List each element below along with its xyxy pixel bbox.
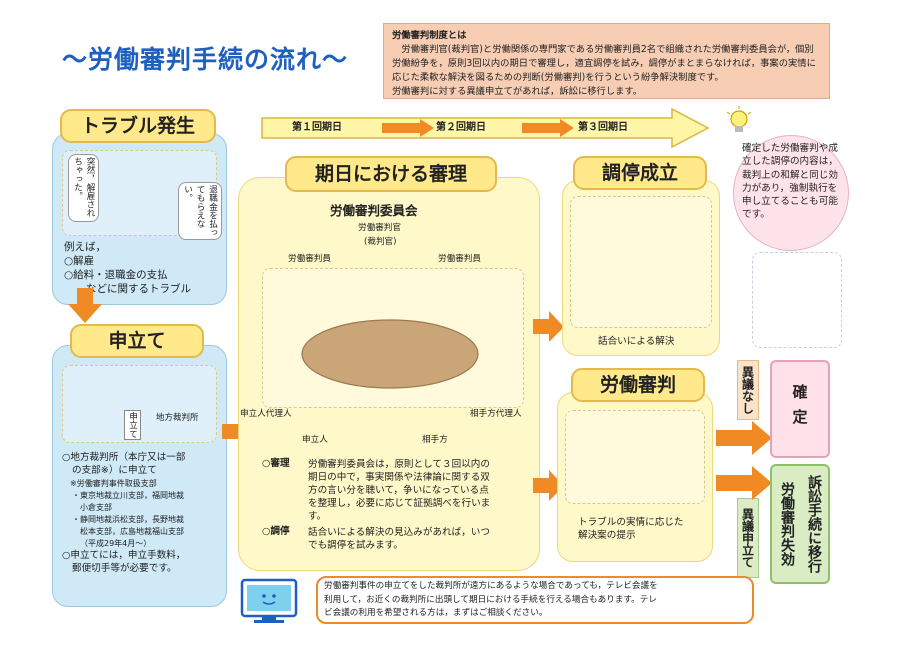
hearing-member-left-label: 労働審判員 [288, 254, 331, 264]
court-label: 地方裁判所 [156, 413, 199, 423]
review-line: す。 [308, 511, 327, 522]
system-description-heading: 労働審判制度とは [392, 30, 467, 41]
trouble-example-line: 例えば， [64, 241, 106, 253]
respondent-label: 相手方 [422, 435, 448, 445]
filing-note-line: ・東京地裁立川支部，福岡地裁 [72, 490, 184, 500]
lightbulb-icon [726, 106, 752, 132]
filing-note-line: ※労働審判事件取扱支部 [70, 478, 157, 488]
tv-note-line: 利用して，お近くの裁判所に出頭して期日における手続を行える場合もあります。テレ [324, 594, 657, 605]
filing-note-line: 小倉支部 [80, 502, 112, 512]
hearing-committee-label: 労働審判委員会 [330, 203, 418, 218]
final-note-bubble [733, 135, 849, 251]
trouble-example-line: などに関するトラブル [86, 283, 191, 295]
tv-icon [240, 578, 298, 623]
timeline-day-1: 第１回期日 [292, 122, 342, 133]
ruling-lapse: 労働審判失効 [779, 482, 795, 566]
review-term: ○審理 [262, 458, 290, 469]
objection-label: 異議申立て [737, 498, 759, 578]
ruling-panel [557, 392, 713, 562]
mediation-line: でも調停を試みます。 [308, 540, 403, 551]
mediation-illustration [570, 196, 712, 328]
trouble-examples: 例えば， ○解雇 ○給料・退職金の支払 などに関するトラブル [64, 240, 191, 296]
arrow-to-confirmed [716, 421, 772, 455]
tv-note-line: ビ会議の利用を希望される方は，まずはご相談ください。 [324, 608, 548, 618]
timeline-day-3: 第３回期日 [578, 122, 628, 133]
trouble-example-line: ○給料・退職金の支払 [64, 269, 168, 281]
system-description-body: 労働審判官(裁判官)と労働関係の専門家である労働審判員2名で組織された労働審判委… [392, 44, 816, 83]
hearing-title: 期日における審理 [285, 156, 497, 192]
ruling-caption-line: 解決案の提示 [578, 530, 636, 541]
ruling-illustration [565, 410, 705, 504]
hearing-judge-label: 労働審判官 [358, 223, 401, 233]
arrow-to-mediation [533, 311, 564, 342]
filing-title: 申立て [70, 324, 204, 358]
arrow-to-lawsuit [716, 466, 772, 500]
filing-note-line: ・静岡地裁浜松支部，長野地裁 [72, 514, 184, 524]
filing-note-line: の支部※）に申立て [72, 464, 157, 476]
lawsuit-transition: 訴訟手続に移行 [806, 475, 822, 573]
final-note: 確定した労働審判や成立した調停の内容は，裁判上の和解と同じ効力があり，強制執行を… [742, 143, 838, 221]
confirmed-box: 確定 [770, 360, 830, 458]
mediation-panel [562, 180, 720, 356]
arrow-down-to-filing [68, 288, 102, 323]
system-description: 労働審判制度とは 労働審判官(裁判官)と労働関係の専門家である労働審判員2名で組… [383, 23, 830, 99]
filing-panel [52, 345, 227, 607]
filing-doc-label: 申立て [124, 410, 141, 440]
trouble-bubble-1: 突然，解雇されちゃった。 [68, 154, 99, 222]
arrow-to-ruling [533, 470, 564, 501]
review-line: を整理し，必要に応じて証拠調べを行いま [308, 498, 491, 509]
mediation-caption: 話合いによる解決 [598, 336, 675, 347]
filing-note-line: 松本支部，広島地裁福山支部 [80, 526, 184, 536]
filing-notes: ○地方裁判所（本庁又は一部 の支部※）に申立て ※労働審判事件取扱支部 ・東京地… [62, 452, 186, 576]
trouble-title: トラブル発生 [60, 109, 216, 143]
ruling-title: 労働審判 [571, 368, 705, 402]
trouble-example-line: ○解雇 [64, 255, 95, 267]
advisor-illustration [752, 252, 842, 348]
lawsuit-box [770, 464, 830, 584]
filing-note-line: ○地方裁判所（本庁又は一部 [62, 452, 186, 463]
applicant-agent-label: 申立人代理人 [240, 409, 292, 419]
mediation-title: 調停成立 [573, 156, 707, 190]
review-line: 労働審判委員会は，原則として３回以内の [308, 459, 490, 470]
filing-note-line: 郵便切手等が必要です。 [72, 562, 177, 574]
hearing-member-right-label: 労働審判員 [438, 254, 481, 264]
trouble-bubble-2: 退職金を払ってもらえない。 [178, 182, 222, 240]
respondent-agent-label: 相手方代理人 [470, 409, 522, 419]
mediation-term: ○調停 [262, 526, 290, 537]
filing-note-line: ○申立てには，申立手数料， [62, 549, 186, 561]
filing-note-line: （平成29年4月〜） [80, 538, 152, 548]
system-description-note: 労働審判に対する異議申立てがあれば，訴訟に移行します。 [392, 86, 643, 97]
page-title: 〜労働審判手続の流れ〜 [62, 45, 349, 74]
tv-conference-note: 労働審判事件の申立てをした裁判所が遠方にあるような場合であっても，テレビ会議を … [316, 576, 754, 624]
review-line: 方の言い分を聴いて，争いになっている点 [308, 485, 489, 496]
hearing-judge-sublabel: (裁判官) [364, 237, 397, 247]
applicant-label: 申立人 [302, 435, 328, 445]
tv-note-line: 労働審判事件の申立てをした裁判所が遠方にあるような場合であっても，テレビ会議を [324, 581, 658, 591]
timeline-day-2: 第２回期日 [436, 122, 486, 133]
hearing-table [301, 319, 479, 389]
mediation-line: 話合いによる解決の見込みがあれば，いつ [308, 527, 490, 538]
timeline-arrow [261, 107, 710, 149]
review-line: 期日の中で，事実関係や法律論に関する双 [308, 472, 490, 483]
ruling-caption-line: トラブルの実情に応じた [578, 517, 684, 528]
ruling-caption: トラブルの実情に応じた 解決案の提示 [578, 516, 684, 542]
no-objection-label: 異議なし [737, 360, 759, 420]
